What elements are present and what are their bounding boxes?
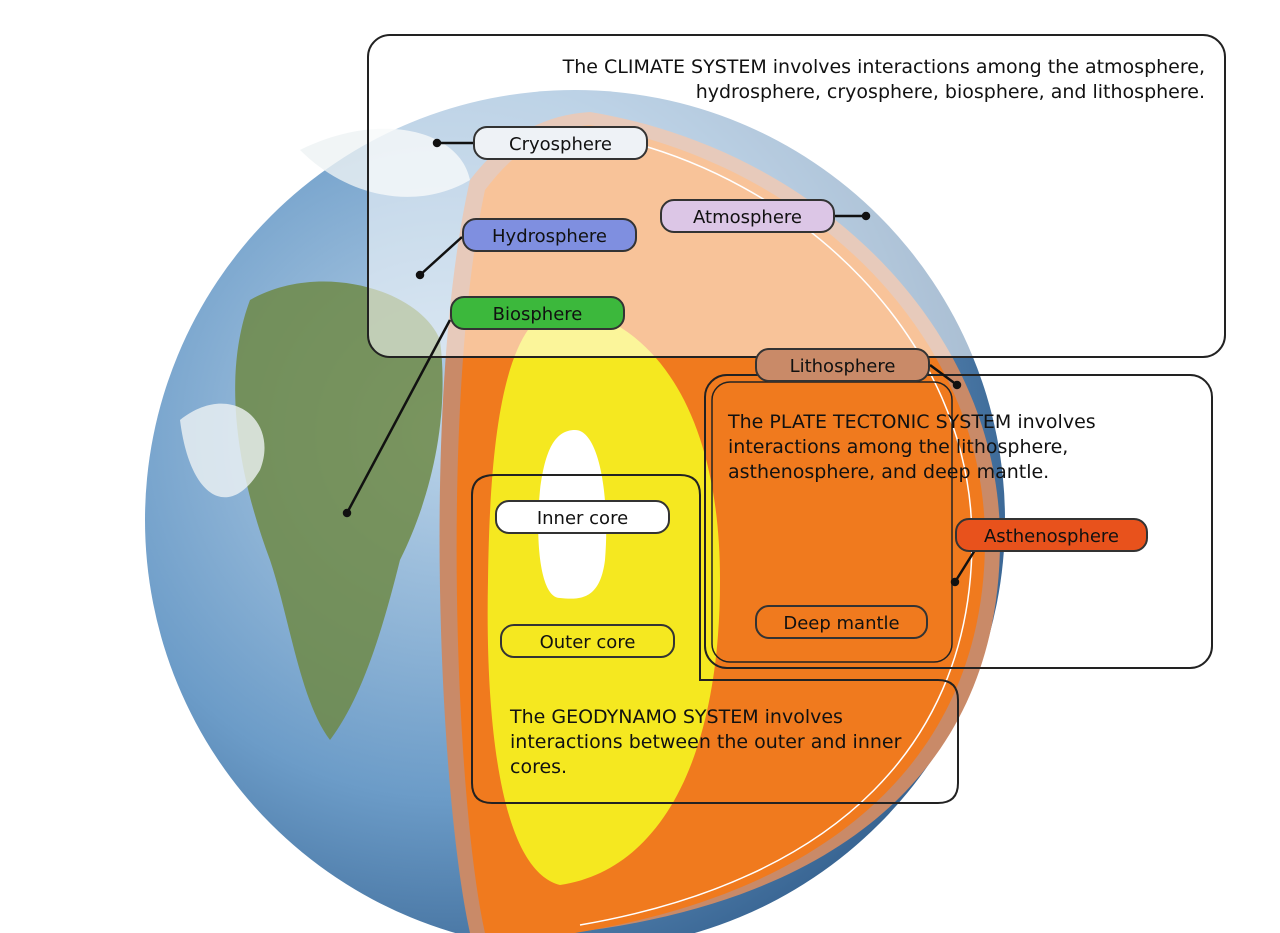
label-deep-mantle: Deep mantle: [755, 605, 928, 639]
label-inner-core: Inner core: [495, 500, 670, 534]
label-hydrosphere: Hydrosphere: [462, 218, 637, 252]
plate-tectonic-box: [704, 374, 1213, 669]
label-asthenosphere: Asthenosphere: [955, 518, 1148, 552]
label-lithosphere: Lithosphere: [755, 348, 930, 382]
geodynamo-box: [471, 474, 959, 804]
label-cryosphere: Cryosphere: [473, 126, 648, 160]
climate-system-caption: The CLIMATE SYSTEM involves interactions…: [562, 56, 1205, 103]
label-outer-core: Outer core: [500, 624, 675, 658]
label-biosphere: Biosphere: [450, 296, 625, 330]
leader-lines: [342, 138, 977, 587]
plate-tectonic-inner-box: [711, 381, 953, 663]
outer-core: [487, 305, 720, 885]
label-atmosphere: Atmosphere: [660, 199, 835, 233]
plate-tectonic-caption: The PLATE TECTONIC SYSTEM involves inter…: [728, 411, 1096, 483]
continent-south-america: [235, 281, 443, 740]
geodynamo-caption: The GEODYNAMO SYSTEM involves interactio…: [510, 706, 902, 778]
